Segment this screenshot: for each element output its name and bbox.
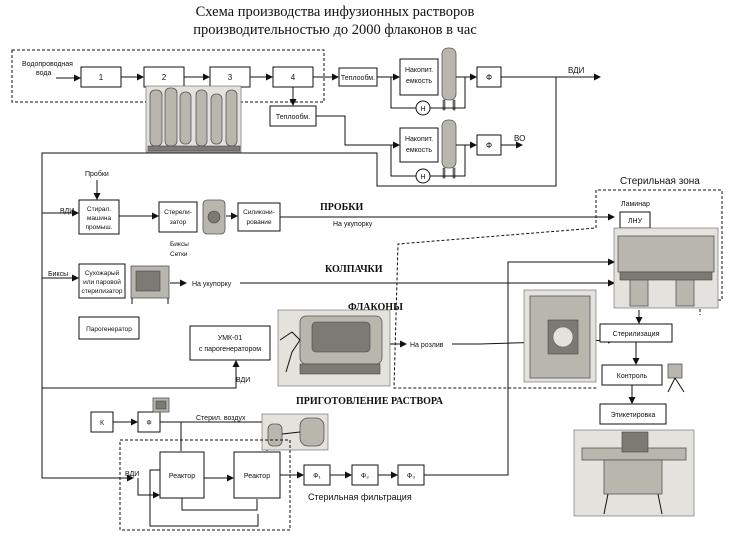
air-filter-label: Ф <box>146 420 151 427</box>
reactor-equipment-image <box>261 413 329 451</box>
solution-wfi-label: ВДИ <box>125 471 139 478</box>
steam-generator-label: Парогенератор <box>86 326 132 333</box>
washing-unit-umk <box>189 325 271 361</box>
sterile-filter-2-label: Ф₂ <box>361 473 369 480</box>
storage-tank-1-label-1: Накопит. <box>405 67 433 74</box>
washing-machine <box>78 199 120 235</box>
dry-heat-sterilizer-label-1: Сухожарый <box>85 269 120 277</box>
filling-line-image <box>613 227 719 309</box>
to-filling-label: На розлив <box>410 342 444 349</box>
washing-machine-label-1: Стирал. <box>87 206 111 213</box>
storage-tank-2 <box>399 127 439 163</box>
water-stage-3-label: 3 <box>228 73 233 82</box>
labeling-step <box>599 403 667 425</box>
solution-preparation-area <box>119 439 291 531</box>
stopper-sterilizer-image <box>202 199 226 235</box>
water-source-label-2: вода <box>36 70 51 77</box>
labeling-step-label: Этикетировка <box>611 412 656 419</box>
steam-generator <box>78 316 140 340</box>
water-treatment-unit-image <box>145 85 242 153</box>
pump-2-label: Н <box>420 174 425 181</box>
water-stage-1-label: 1 <box>99 73 104 82</box>
stoppers-wfi-label: ВДИ <box>60 208 74 215</box>
control-step-label: Контроль <box>617 373 648 380</box>
stopper-sterilizer <box>158 201 198 233</box>
compressor-label: К <box>100 420 105 427</box>
stopper-sterilizer-label-1: Стерели- <box>164 209 192 216</box>
laminar-label: Ламинар <box>621 201 650 208</box>
caps-section-title: КОЛПАЧКИ <box>325 264 383 275</box>
wfi-output-label: ВДИ <box>568 66 585 75</box>
sterile-filter-1-label: Ф₁ <box>313 473 321 480</box>
sterile-filtration-label: Стерильная фильтрация <box>308 492 412 502</box>
solution-section-title: ПРИГОТОВЛЕНИЕ РАСТВОРА <box>296 396 444 407</box>
labeling-machine-image <box>573 429 695 517</box>
washing-unit-umk-label-1: УМК-01 <box>218 335 243 342</box>
washing-machine-label-3: промыш. <box>86 224 113 231</box>
caps-to-capping-label: На укупорку <box>192 281 232 288</box>
siliconization <box>237 202 281 232</box>
reactor-1 <box>159 451 205 499</box>
reactor-1-label: Реактор <box>169 473 195 480</box>
storage-tank-2-image <box>441 119 457 179</box>
stopper-sterilizer-label-2: затор <box>170 219 187 226</box>
water-source-label-1: Водопроводная <box>22 61 73 68</box>
storage-tank-1-label-2: емкость <box>406 78 432 85</box>
pump-1-label: Н <box>420 106 425 113</box>
inspection-device-image <box>667 363 685 393</box>
siliconization-label-1: Силикони- <box>243 209 275 216</box>
water-stage-4-label: 4 <box>291 73 296 82</box>
heat-exchanger-1-label: Теплообм. <box>341 74 375 82</box>
storage-tank-2-label-1: Накопит. <box>405 136 433 143</box>
filling-unit-lnu-label: ЛНУ <box>628 218 643 225</box>
stoppers-section-title: ПРОБКИ <box>320 202 363 213</box>
water-stage-2-label: 2 <box>162 73 167 82</box>
bottles-section-title: ФЛАКОНЫ <box>348 302 403 313</box>
dry-heat-sterilizer-label-3: стерилизатор <box>81 288 122 295</box>
bottle-washer-image <box>277 309 391 387</box>
dry-heat-sterilizer <box>78 263 126 299</box>
dry-heat-sterilizer-label-2: или паровой <box>83 278 121 286</box>
sterile-filter-3-label: Ф₃ <box>407 473 415 480</box>
siliconization-label-2: рование <box>246 219 271 226</box>
washing-machine-label-2: машина <box>87 215 112 222</box>
storage-tank-1-image <box>441 47 457 111</box>
filter-2-label: Ф <box>486 141 492 150</box>
stoppers-to-capping-label: На укупорку <box>333 221 373 228</box>
storage-tank-2-label-2: емкость <box>406 147 432 154</box>
purified-water-output-label: ВО <box>514 134 525 143</box>
filter-1-label: Ф <box>486 73 492 82</box>
steam-sterilizer-image <box>523 289 597 383</box>
reactor-2-label: Реактор <box>244 473 270 480</box>
title-line-2: производительностью до 2000 флаконов в ч… <box>193 22 477 38</box>
heat-exchanger-2-label: Теплообм. <box>276 113 310 121</box>
title-line-1: Схема производства инфузионных растворов <box>196 4 475 20</box>
caps-input-label: Биксы <box>48 271 68 278</box>
dry-heat-sterilizer-image <box>130 265 170 304</box>
bix-label: Биксы <box>170 241 189 248</box>
bottles-wfi-label: ВДИ <box>236 377 250 384</box>
stoppers-input-label: Пробки <box>85 170 109 178</box>
sterilization-step-label: Стерилизация <box>613 331 660 338</box>
sterile-zone-label: Стерильная зона <box>620 176 700 187</box>
air-filter-image <box>152 397 170 413</box>
storage-tank-1 <box>399 58 439 96</box>
sterile-air-label: Стерил. воздух <box>196 415 246 422</box>
nets-label: Сетки <box>170 251 188 258</box>
washing-unit-umk-label-2: с парогенератором <box>199 346 261 353</box>
